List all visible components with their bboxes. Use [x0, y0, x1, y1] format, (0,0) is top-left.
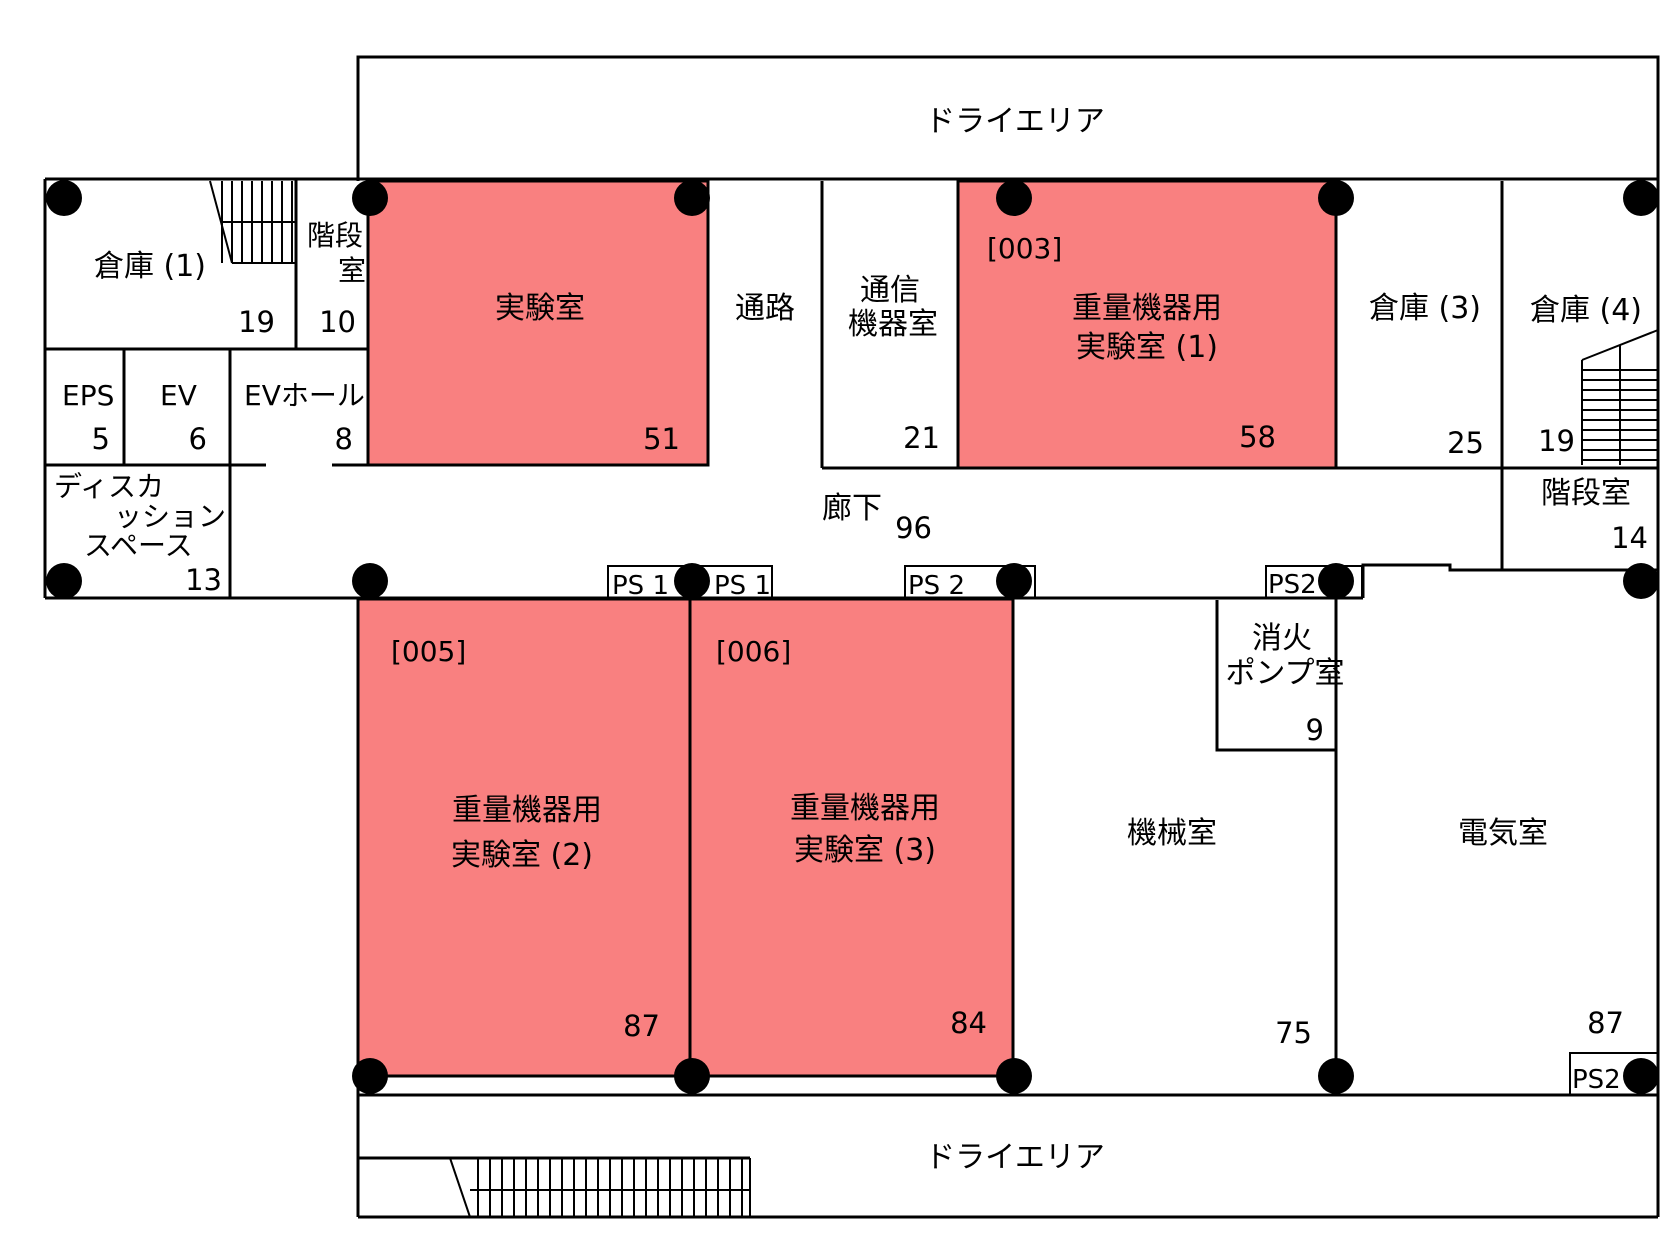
storage4-area: 19: [1538, 424, 1575, 458]
comm-name-1: 通信: [860, 273, 920, 308]
storage1-name: 倉庫 (1): [94, 249, 206, 284]
column: [1318, 180, 1354, 216]
ps-label: PS2: [1268, 570, 1317, 600]
dry-area-top-label: ドライエリア: [925, 104, 1105, 139]
heavy2-area: 87: [623, 1009, 660, 1043]
column: [996, 1058, 1032, 1094]
electric-name: 電気室: [1458, 816, 1548, 851]
ps-label: PS 1: [714, 571, 771, 601]
stair-top-left: [209, 180, 296, 264]
column: [674, 1058, 710, 1094]
heavy2-name-1: 重量機器用: [452, 793, 602, 828]
heavy3-area: 84: [950, 1006, 987, 1040]
heavy2-code: [005]: [391, 635, 466, 668]
discussion-name-2: ッション: [114, 500, 226, 533]
room-heavy-lab-3[interactable]: [688, 597, 1015, 1078]
storage3-name: 倉庫 (3): [1369, 291, 1481, 326]
heavy3-code: [006]: [716, 635, 791, 668]
electric-area: 87: [1587, 1006, 1624, 1040]
lab-area: 51: [643, 422, 680, 456]
eps-area: 5: [92, 422, 110, 456]
ps-label: PS 1: [612, 571, 669, 601]
heavy1-name-2: 実験室 (1): [1076, 330, 1218, 365]
column: [1623, 180, 1659, 216]
dry-area-bottom-label: ドライエリア: [925, 1140, 1105, 1175]
room-lab[interactable]: [366, 179, 710, 467]
heavy2-name-2: 実験室 (2): [451, 838, 593, 873]
pump-name-1: 消火: [1252, 621, 1312, 656]
corridor-area: 96: [895, 511, 932, 545]
discussion-name-3: スペース: [84, 529, 193, 562]
column: [996, 563, 1032, 599]
column: [1318, 1058, 1354, 1094]
corridor-name: 廊下: [822, 491, 882, 526]
stair-right: [1581, 329, 1659, 465]
discussion-area: 13: [185, 563, 222, 597]
evhall-name: EVホール: [244, 379, 365, 412]
comm-area: 21: [903, 421, 940, 455]
storage4-name: 倉庫 (4): [1530, 293, 1642, 328]
ev-name: EV: [160, 379, 197, 412]
passage-name: 通路: [735, 291, 795, 326]
stair2-area: 14: [1611, 521, 1648, 555]
column: [46, 180, 82, 216]
heavy1-code: [003]: [987, 232, 1062, 265]
heavy3-name-1: 重量機器用: [790, 791, 940, 826]
column: [1623, 1058, 1659, 1094]
column: [352, 180, 388, 216]
storage1-area: 19: [238, 305, 275, 339]
storage3-area: 25: [1447, 426, 1484, 460]
stair-bottom: [449, 1157, 751, 1218]
heavy3-name-2: 実験室 (3): [794, 833, 936, 868]
column: [46, 563, 82, 599]
room-heavy-lab-1[interactable]: [956, 179, 1338, 470]
stair1-name-2: 室: [338, 254, 366, 287]
walls: [43, 55, 1660, 1219]
heavy1-name-1: 重量機器用: [1072, 291, 1222, 326]
stair2-name: 階段室: [1541, 476, 1631, 511]
column: [1623, 563, 1659, 599]
column: [674, 180, 710, 216]
heavy1-area: 58: [1239, 420, 1276, 454]
evhall-area: 8: [335, 422, 353, 456]
column: [996, 180, 1032, 216]
pump-area: 9: [1306, 713, 1324, 747]
ps-label: PS2: [1572, 1065, 1621, 1095]
ev-area: 6: [189, 422, 207, 456]
stair1-name-1: 階段: [307, 219, 363, 252]
stair1-area: 10: [319, 305, 356, 339]
machine-name: 機械室: [1127, 816, 1217, 851]
machine-area: 75: [1275, 1016, 1312, 1050]
discussion-name-1: ディスカ: [54, 470, 164, 503]
lab-name: 実験室: [495, 291, 585, 326]
column: [1318, 563, 1354, 599]
ps-label: PS 2: [908, 571, 965, 601]
column: [352, 1058, 388, 1094]
column: [352, 563, 388, 599]
column: [674, 563, 710, 599]
pump-name-2: ポンプ室: [1225, 656, 1344, 691]
structural-columns: [46, 180, 1659, 1094]
comm-name-2: 機器室: [848, 307, 938, 342]
eps-name: EPS: [62, 379, 114, 412]
